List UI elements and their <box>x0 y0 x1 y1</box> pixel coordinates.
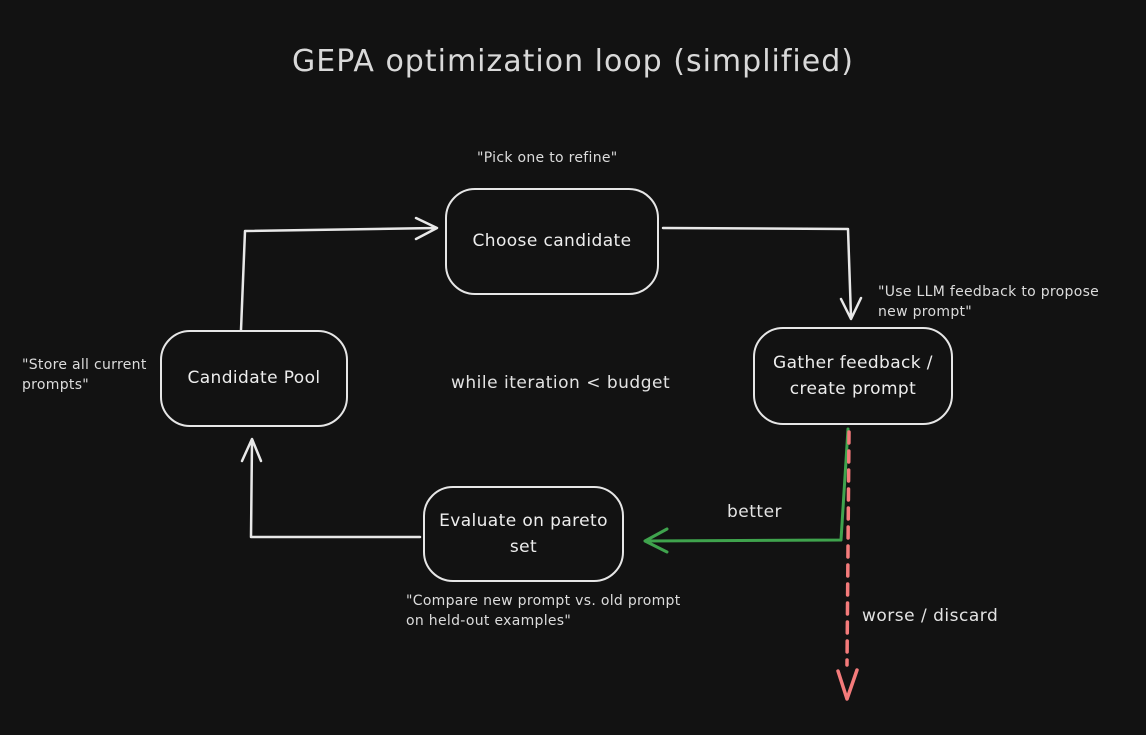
edge-label-better: better <box>727 502 783 522</box>
annotation-pick-one-to-refine: "Pick one to refine" <box>477 150 618 166</box>
arrow-better-green <box>643 427 850 554</box>
node-choose-candidate-label: Choose candidate <box>472 231 632 252</box>
arrow-choose-to-gather <box>661 226 863 321</box>
arrow-worse-dashed <box>845 430 851 667</box>
annotation-store-all-current-prompts: "Store all current prompts" <box>22 357 147 394</box>
node-gather-feedback: Gather feedback / create prompt <box>753 327 953 425</box>
arrow-worse-head <box>836 668 859 701</box>
arrow-evaluate-to-pool <box>240 437 422 539</box>
node-choose-candidate: Choose candidate <box>445 188 659 295</box>
node-gather-feedback-label: Gather feedback / create prompt <box>773 352 933 399</box>
node-candidate-pool-label: Candidate Pool <box>187 368 321 389</box>
arrow-pool-to-choose <box>239 216 439 332</box>
node-candidate-pool: Candidate Pool <box>160 330 348 427</box>
diagram-title: GEPA optimization loop (simplified) <box>292 44 854 79</box>
annotation-compare-prompts: "Compare new prompt vs. old prompt on he… <box>406 593 681 630</box>
annotation-use-llm-feedback: "Use LLM feedback to propose new prompt" <box>878 284 1100 321</box>
edge-label-worse-discard: worse / discard <box>862 606 999 626</box>
node-evaluate-pareto-label: Evaluate on pareto set <box>439 510 608 557</box>
loop-condition-text: while iteration < budget <box>451 373 671 393</box>
node-evaluate-pareto: Evaluate on pareto set <box>423 486 624 582</box>
